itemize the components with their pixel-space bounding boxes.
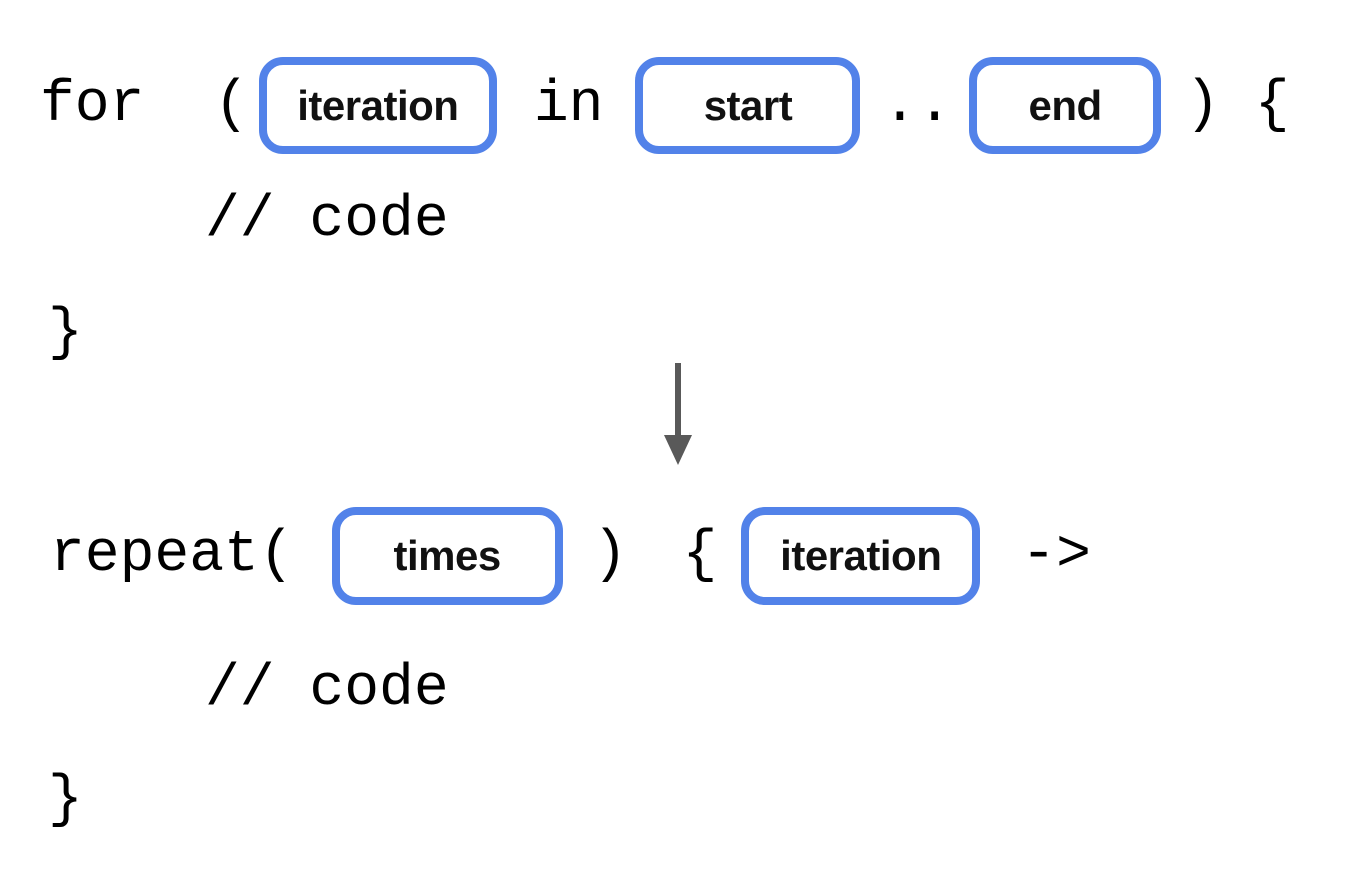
in-keyword-token: in [533, 72, 604, 138]
repeat-close-paren-token: ) [592, 523, 628, 588]
for-keyword-token: for ( [40, 72, 249, 138]
lambda-iteration-placeholder-box: iteration [741, 507, 981, 605]
start-placeholder-box: start [635, 57, 861, 154]
for-header-line: for ( iteration in start .. end ) { [40, 57, 1290, 154]
lambda-open-brace-token: { [682, 523, 718, 588]
for-closing-brace: } [48, 301, 83, 366]
end-placeholder-box: end [969, 57, 1162, 154]
lambda-arrow-token: -> [1021, 523, 1091, 588]
down-arrow-shaft [675, 363, 681, 439]
repeat-body-comment: // code [205, 657, 449, 722]
repeat-header-line: repeat( times ) { iteration -> [50, 507, 1091, 605]
for-close-tokens: ) { [1185, 72, 1290, 138]
times-placeholder-box: times [331, 507, 563, 605]
range-operator-token: .. [882, 72, 953, 138]
iteration-placeholder-box: iteration [258, 57, 497, 154]
for-body-comment: // code [205, 188, 449, 253]
repeat-closing-brace: } [48, 768, 83, 833]
repeat-keyword-token: repeat( [50, 523, 294, 588]
down-arrow-head [664, 435, 692, 465]
down-arrow-icon [664, 363, 692, 465]
